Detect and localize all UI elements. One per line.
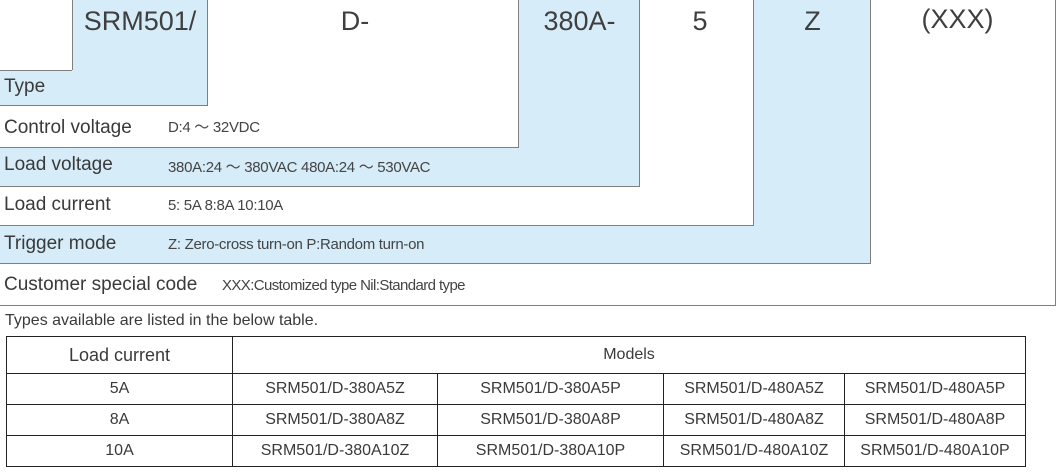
row-label-trigger-mode: Trigger mode (4, 233, 117, 254)
load-voltage-bracket-right (639, 0, 640, 187)
type-bracket-bottom (0, 70, 72, 71)
cell-model: SRM501/D-380A10Z (232, 435, 438, 467)
cell-model: SRM501/D-480A5P (843, 373, 1027, 405)
load-current-bracket-right (753, 0, 754, 226)
trigger-mode-column-highlight (754, 0, 871, 226)
code-header-control: D- (340, 6, 370, 36)
row-desc-load-voltage: 380A:24 ～ 380VAC 480A:24 ～ 530VAC (168, 159, 431, 176)
cell-model: SRM501/D-380A10P (437, 435, 664, 467)
type-highlight (72, 0, 208, 70)
table-row: 5A SRM501/D-380A5Z SRM501/D-380A5P SRM50… (6, 373, 1027, 405)
control-voltage-bracket-bottom (0, 147, 519, 148)
load-current-bracket-bottom (0, 225, 754, 226)
row-desc-customer-code: XXX:Customized type Nil:Standard type (222, 277, 466, 294)
cell-model: SRM501/D-480A10Z (663, 435, 845, 467)
cell-current: 10A (6, 435, 233, 467)
trigger-mode-bracket-right (870, 0, 871, 264)
row-label-load-voltage: Load voltage (4, 154, 113, 175)
cell-current: 8A (6, 404, 233, 436)
cell-model: SRM501/D-480A8P (843, 404, 1027, 436)
row-label-customer-code: Customer special code (4, 274, 198, 295)
type-row-highlight (0, 70, 208, 105)
availability-note: Types available are listed in the below … (5, 312, 319, 329)
row-desc-load-current: 5: 5A 8:8A 10:10A (168, 197, 284, 214)
models-table: Load current Models 5A SRM501/D-380A5Z S… (6, 336, 1027, 467)
table-header-row: Load current Models (6, 336, 1027, 374)
header-load-current: Load current (6, 336, 233, 374)
cell-current: 5A (6, 373, 233, 405)
row-label-load-current: Load current (4, 194, 111, 215)
row-label-type: Type (4, 76, 46, 97)
load-voltage-highlight (0, 148, 640, 186)
code-header-current: 5 (692, 6, 708, 36)
table-row: 10A SRM501/D-380A10Z SRM501/D-380A10P SR… (6, 435, 1027, 467)
cell-model: SRM501/D-380A8Z (232, 404, 438, 436)
trigger-mode-highlight (0, 226, 871, 264)
row-label-control-voltage: Control voltage (4, 117, 132, 138)
code-header-series: SRM501/ (83, 6, 197, 36)
load-voltage-column-highlight (519, 0, 640, 148)
code-header-trigger: Z (804, 6, 821, 36)
control-voltage-bracket-right (518, 0, 519, 148)
row-desc-trigger-mode: Z: Zero-cross turn-on P:Random turn-on (168, 236, 425, 253)
code-header-voltage: 380A- (543, 6, 616, 36)
header-models: Models (231, 336, 1027, 374)
row-desc-control-voltage: D:4 ～ 32VDC (168, 119, 260, 136)
cell-model: SRM501/D-380A8P (437, 404, 664, 436)
cell-model: SRM501/D-380A5Z (232, 373, 438, 405)
table-row: 8A SRM501/D-380A8Z SRM501/D-380A8P SRM50… (6, 404, 1027, 436)
type-bracket-right (207, 0, 208, 106)
code-header-customer: (XXX) (921, 4, 994, 34)
cell-model: SRM501/D-480A5Z (663, 373, 845, 405)
trigger-mode-bracket-bottom (0, 263, 871, 264)
customer-code-bracket-right (1055, 0, 1056, 306)
type-bracket-left (72, 0, 73, 70)
cell-model: SRM501/D-480A8Z (663, 404, 845, 436)
customer-code-bracket-bottom (0, 305, 1056, 306)
load-voltage-bracket-bottom (0, 186, 640, 187)
cell-model: SRM501/D-380A5P (437, 373, 664, 405)
cell-model: SRM501/D-480A10P (843, 435, 1027, 467)
type-bracket-under (0, 105, 208, 106)
